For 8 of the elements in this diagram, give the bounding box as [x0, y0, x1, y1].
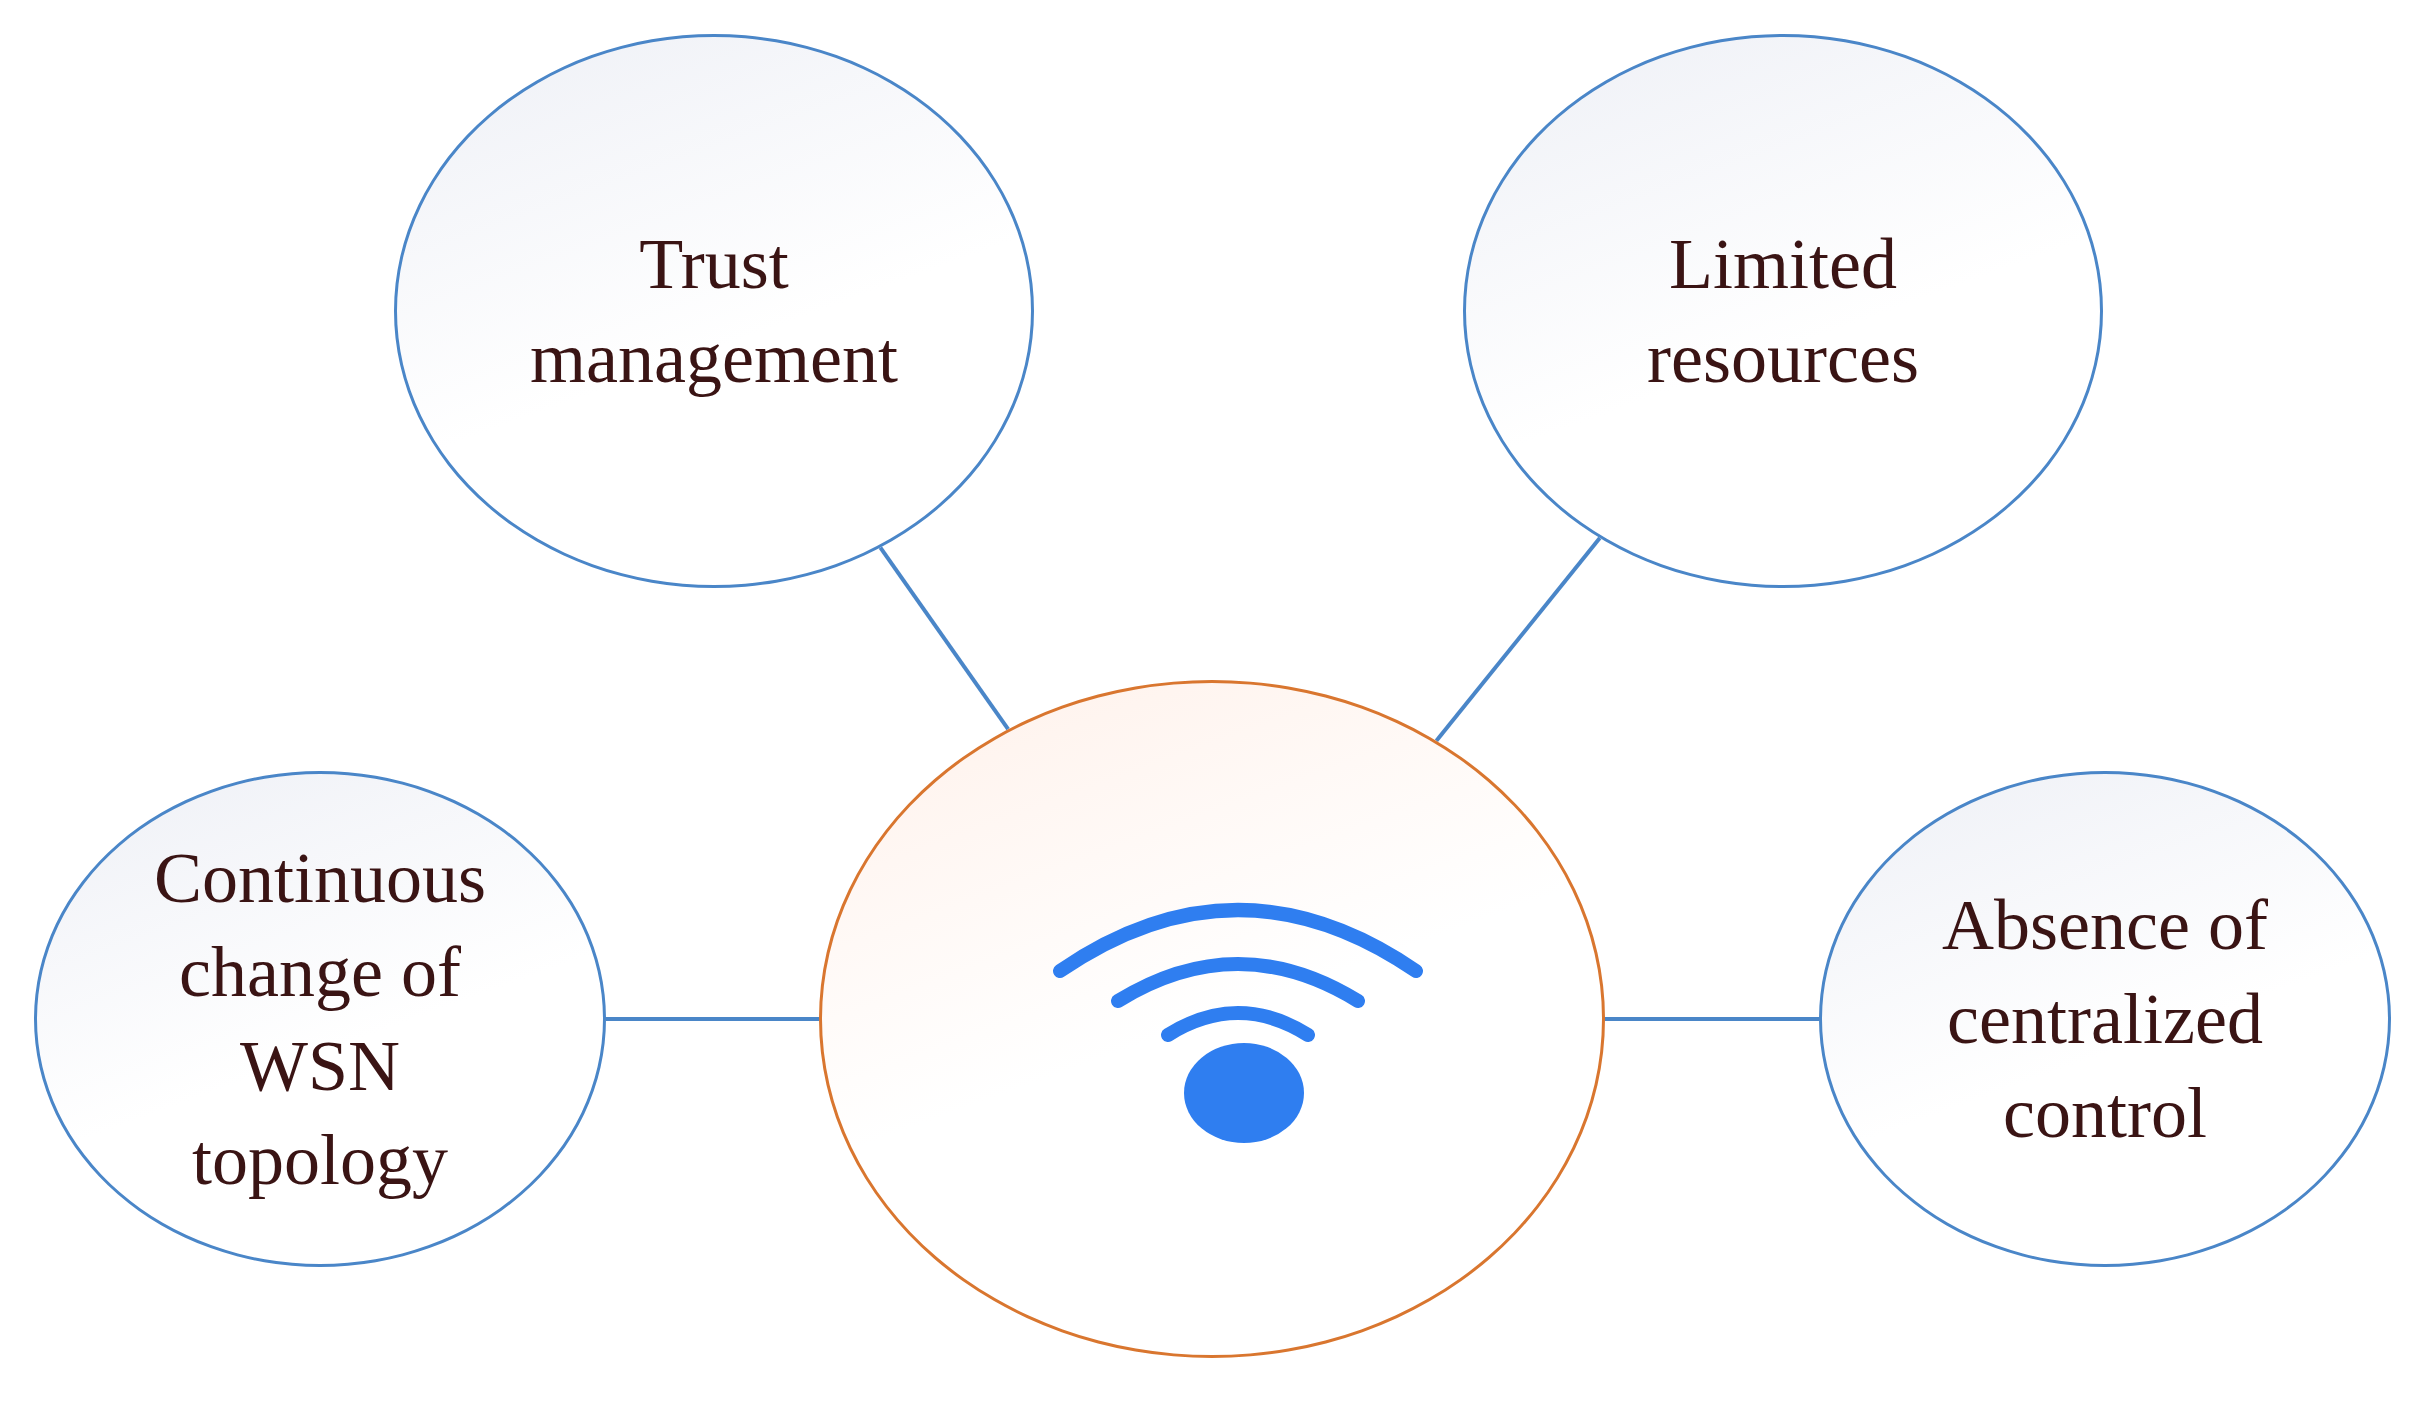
- node-label: Trust management: [529, 223, 899, 400]
- connector-line: [606, 1017, 819, 1021]
- node-label: Absence of centralized control: [1941, 884, 2269, 1155]
- connector-line: [878, 546, 1010, 731]
- node-label: Continuous change of WSN topology: [152, 837, 488, 1202]
- node-label: Limited resources: [1646, 223, 1920, 400]
- connector-line: [1434, 536, 1602, 742]
- connector-line: [1605, 1017, 1819, 1021]
